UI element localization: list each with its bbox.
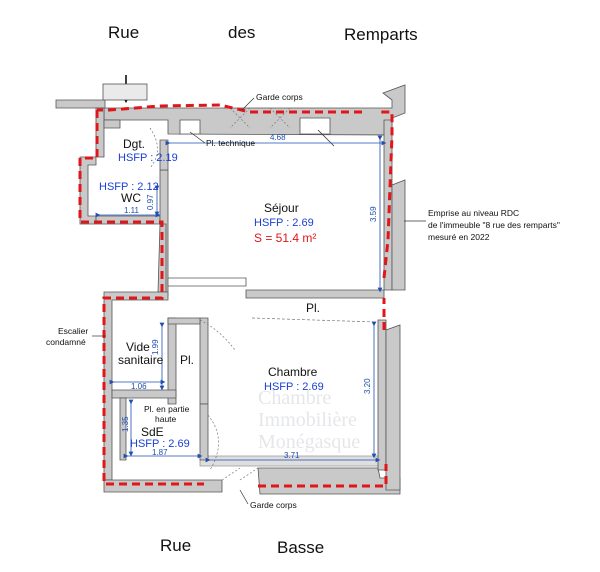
note-emprise-1: Emprise au niveau RDC <box>428 208 519 218</box>
room-sde-name: SdE <box>141 425 164 439</box>
room-sejour-name: Séjour <box>264 201 299 215</box>
dim-sde-width: 1.87 <box>152 448 168 457</box>
note-escalier-2: condamné <box>46 337 86 347</box>
room-dgt-name: Dgt. <box>123 137 145 151</box>
note-pl-technique: Pl. technique <box>206 138 255 148</box>
room-sejour-surface: S = 51.4 m² <box>254 231 316 245</box>
dim-sde-height: 1.35 <box>121 416 130 432</box>
dim-wc-height: 0.97 <box>146 194 155 210</box>
note-garde-corps-bottom: Garde corps <box>250 500 297 510</box>
watermark-line-1: Chambre <box>258 387 331 409</box>
leader-garde-corps-top <box>241 97 255 111</box>
street-bottom-word-2: Basse <box>277 538 324 557</box>
room-vide-name-2: sanitaire <box>118 353 164 367</box>
note-emprise-2: de l'immeuble "8 rue des remparts" <box>428 220 560 230</box>
street-top-word-2: des <box>228 23 255 42</box>
dim-vide-width: 1.06 <box>131 382 147 391</box>
dim-vide-height: 1.99 <box>151 339 160 355</box>
watermark-line-3: Monégasque <box>258 431 360 453</box>
dim-chambre-width: 3.71 <box>284 451 300 460</box>
room-sde-hsfp: HSFP : 2.69 <box>130 438 190 450</box>
dim-chambre-height: 3.20 <box>363 378 372 394</box>
dim-sejour-height: 3.59 <box>369 206 378 222</box>
note-pl-partie-1: Pl. en partie <box>144 404 190 414</box>
room-chambre-name: Chambre <box>268 365 318 379</box>
dimension-lines <box>95 135 387 463</box>
room-sejour-hsfp: HSFP : 2.69 <box>254 217 314 229</box>
room-chambre-hsfp: HSFP : 2.69 <box>264 381 324 393</box>
room-placard-chambre: Pl. <box>306 301 320 315</box>
door-swings <box>149 107 291 481</box>
room-dgt-hsfp: HSFP : 2.19 <box>118 152 178 164</box>
note-escalier-1: Escalier <box>58 326 88 336</box>
room-placard-center: Pl. <box>180 353 194 367</box>
note-garde-corps-top: Garde corps <box>256 92 303 102</box>
dim-sejour-width: 4.68 <box>270 133 286 142</box>
placard-door-line <box>251 317 377 323</box>
dim-wc-width: 1.11 <box>124 206 140 215</box>
street-top-word-1: Rue <box>108 23 139 42</box>
room-wc-hsfp: HSFP : 2.12 <box>99 181 159 193</box>
leader-garde-corps-bottom <box>239 489 249 505</box>
watermark-line-2: Immobilière <box>258 409 357 431</box>
room-wc-name: WC <box>121 191 141 205</box>
property-boundary <box>78 103 394 488</box>
note-pl-partie-2: haute <box>155 414 177 424</box>
street-top-word-3: Remparts <box>344 25 418 44</box>
street-bottom-word-1: Rue <box>160 536 191 555</box>
note-emprise-3: mesuré en 2022 <box>428 232 490 242</box>
leader-pl-technique <box>189 131 206 144</box>
room-vide-name-1: Vide <box>126 340 150 354</box>
